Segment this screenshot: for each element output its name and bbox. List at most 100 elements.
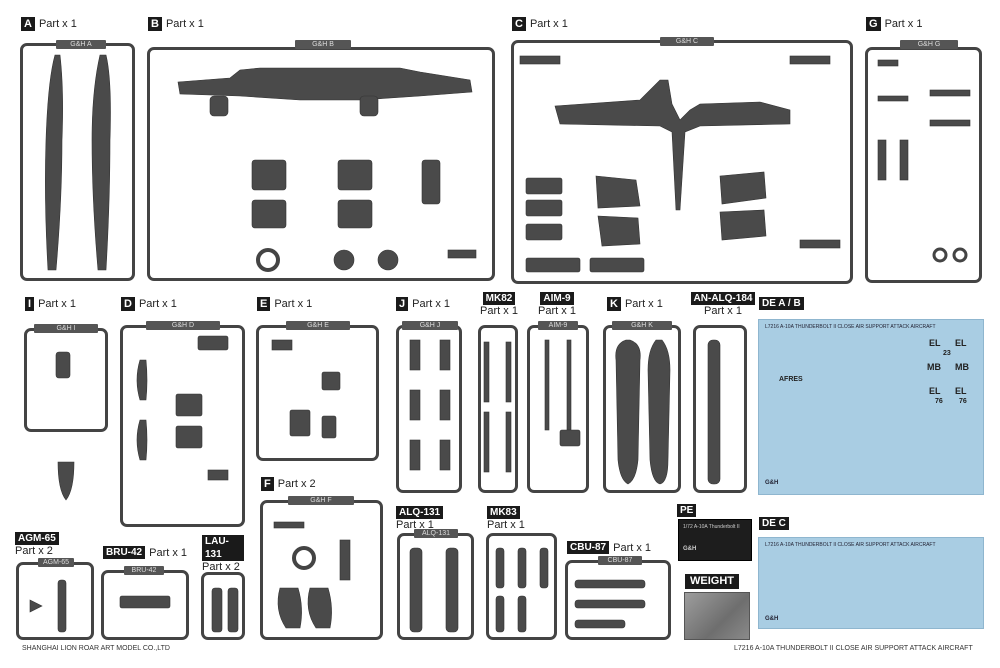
part-count: Part x 1	[38, 18, 77, 30]
decal-title: L7216 A-10A THUNDERBOLT II CLOSE AIR SUP…	[765, 324, 936, 330]
sprue-tab-i: G&H I	[34, 324, 98, 333]
sprue-tab-agm65: AGM-65	[38, 558, 74, 567]
sprue-code: DE A / B	[759, 297, 804, 310]
label-weight: WEIGHT	[685, 574, 739, 589]
sprue-frame-mk82	[478, 325, 518, 493]
part-count: Part x 1	[396, 519, 434, 531]
sprue-code: F	[261, 477, 274, 491]
sprue-code: AIM-9	[540, 292, 574, 305]
sprue-code: D	[121, 297, 135, 311]
part-count: Part x 1	[138, 298, 177, 310]
part-count: Part x 1	[274, 298, 313, 310]
decal-marking: EL	[929, 338, 941, 348]
label-decal-ab: DE A / B	[759, 297, 804, 310]
sprue-frame-alq184	[693, 325, 747, 493]
fuselage-half-right	[91, 54, 111, 271]
part-count: Part x 1	[149, 546, 188, 559]
sprue-tab-f: G&H F	[288, 496, 354, 505]
part-count: Part x 2	[15, 545, 53, 557]
footer-company: SHANGHAI LION ROAR ART MODEL CO.,LTD	[22, 645, 170, 652]
sprue-code: MK83	[487, 506, 520, 519]
decal-marking: EL	[955, 386, 967, 396]
sprue-code: AN-ALQ-184	[690, 292, 756, 305]
sprue-code: E	[257, 297, 271, 311]
pe-brand: G&H	[683, 546, 697, 552]
footer-product: L7216 A-10A THUNDERBOLT II CLOSE AIR SUP…	[734, 645, 973, 652]
decal-title: L7216 A-10A THUNDERBOLT II CLOSE AIR SUP…	[765, 542, 936, 548]
part-count: Part x 1	[624, 298, 663, 310]
sprue-tab-cbu87: CBU-87	[598, 556, 642, 565]
decal-marking: MB	[927, 362, 941, 372]
sprue-tab-c: G&H C	[660, 37, 714, 46]
decal-brand: G&H	[765, 480, 779, 486]
part-count: Part x 1	[613, 541, 652, 554]
decal-sheet-c: L7216 A-10A THUNDERBOLT II CLOSE AIR SUP…	[758, 537, 984, 629]
sprue-tab-b: G&H B	[295, 40, 351, 49]
bomb-body	[647, 339, 671, 485]
bomb-body	[615, 339, 641, 485]
sprue-code: G	[866, 17, 881, 31]
part-count: Part x 1	[412, 298, 451, 310]
sprue-code: BRU-42	[103, 546, 146, 559]
sprue-tab-bru42: BRU-42	[124, 566, 164, 575]
decal-marking: EL	[929, 386, 941, 396]
part-count: Part x 2	[277, 478, 316, 490]
sprue-tab-k: G&H K	[612, 321, 672, 330]
sprue-code: I	[25, 297, 35, 311]
sprue-tab-e: G&H E	[286, 321, 350, 330]
label-decal-c: DE C	[759, 517, 789, 530]
wing-lower	[554, 79, 791, 211]
ecm-pod	[445, 547, 459, 633]
part-count: Part x 1	[165, 18, 204, 30]
sprue-code: ALQ-131	[396, 506, 444, 519]
decal-marking: 76	[935, 398, 943, 405]
decal-marking: EL	[955, 338, 967, 348]
ecm-pod	[707, 339, 721, 485]
sprue-frame-mk83	[486, 533, 557, 640]
wing-upper	[177, 67, 473, 101]
part-count: Part x 1	[529, 18, 568, 30]
decal-marking: MB	[955, 362, 969, 372]
part-count: Part x 1	[480, 305, 518, 317]
decal-sheet-ab: L7216 A-10A THUNDERBOLT II CLOSE AIR SUP…	[758, 319, 984, 495]
sprue-tab-g: G&H G	[900, 40, 958, 49]
decal-brand: G&H	[765, 616, 779, 622]
sprue-code: WEIGHT	[685, 574, 739, 589]
sprue-tab-alq131: ALQ-131	[414, 529, 458, 538]
sprue-tab-a: G&H A	[56, 40, 106, 49]
part-count: Part x 1	[704, 305, 742, 317]
pe-text: 1/72 A-10A Thunderbolt II	[683, 524, 740, 530]
ecm-pod	[409, 547, 423, 633]
photo-etch-fret: 1/72 A-10A Thunderbolt II G&H	[678, 519, 752, 561]
sprue-tab-j: G&H J	[402, 321, 458, 330]
sprue-code: AGM-65	[15, 532, 59, 545]
sprue-frame-lau131	[201, 572, 245, 640]
decal-marking: AFRES	[779, 376, 803, 383]
sprue-code: MK82	[482, 292, 516, 305]
sprue-code: B	[148, 17, 162, 31]
decal-marking: 76	[959, 398, 967, 405]
sprue-code: J	[396, 297, 409, 311]
sprue-code: C	[512, 17, 526, 31]
sprue-code: A	[21, 17, 35, 31]
sprue-tab-d: G&H D	[146, 321, 220, 330]
sprue-code: K	[607, 297, 621, 311]
sprue-code: DE C	[759, 517, 789, 530]
